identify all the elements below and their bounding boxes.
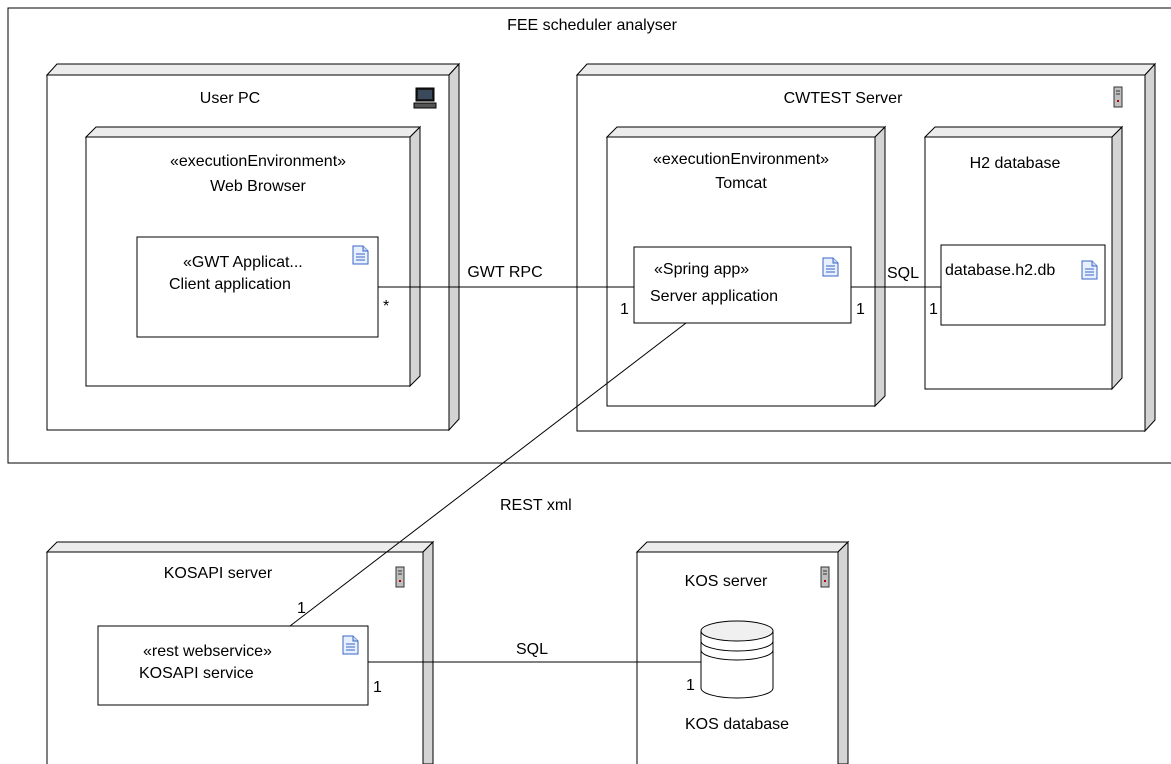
kosapi-server-title: KOSAPI server bbox=[164, 565, 273, 582]
connection-rest-xml[interactable]: REST xml 1 bbox=[289, 322, 687, 627]
kos-server-title: KOS server bbox=[685, 573, 768, 590]
server-app-stereotype: «Spring app» bbox=[654, 261, 749, 278]
rest-label: REST xml bbox=[500, 497, 572, 514]
node-cwtest-title: CWTEST Server bbox=[784, 90, 904, 107]
artifact-kosapi-service[interactable]: «rest webservice» KOSAPI service bbox=[97, 625, 369, 706]
sql-kos-label: SQL bbox=[516, 641, 548, 658]
sql-h2-label: SQL bbox=[887, 265, 919, 282]
artifact-server-application[interactable]: «Spring app» Server application bbox=[633, 246, 852, 324]
kosapi-service-name: KOSAPI service bbox=[139, 665, 254, 682]
artifact-client-application[interactable]: «GWT Applicat... Client application bbox=[136, 236, 379, 338]
sql-kos-multiplicity-db: 1 bbox=[686, 677, 695, 694]
sql-h2-multiplicity-server: 1 bbox=[856, 301, 865, 318]
rest-multiplicity-kosapi: 1 bbox=[297, 600, 306, 617]
kos-database-name: KOS database bbox=[685, 716, 789, 733]
tomcat-stereotype: «executionEnvironment» bbox=[653, 151, 829, 168]
gwt-rpc-multiplicity-client: * bbox=[383, 298, 389, 315]
artifact-database-file[interactable]: database.h2.db bbox=[940, 244, 1106, 326]
client-app-name: Client application bbox=[169, 276, 291, 293]
web-browser-title: Web Browser bbox=[210, 178, 306, 195]
system-frame: FEE scheduler analyser bbox=[7, 7, 1171, 464]
sql-kos-multiplicity-service: 1 bbox=[373, 679, 382, 696]
server-app-name: Server application bbox=[650, 288, 778, 305]
kosapi-service-stereotype: «rest webservice» bbox=[143, 643, 272, 660]
artifact-document-icon bbox=[342, 635, 359, 655]
connection-gwt-rpc[interactable]: GWT RPC * 1 bbox=[378, 264, 634, 318]
web-browser-stereotype: «executionEnvironment» bbox=[170, 153, 346, 170]
connection-sql-h2[interactable]: SQL 1 1 bbox=[851, 265, 941, 318]
frame-title: FEE scheduler analyser bbox=[507, 17, 678, 34]
gwt-rpc-multiplicity-server: 1 bbox=[620, 301, 629, 318]
computer-icon bbox=[413, 87, 437, 109]
database-cylinder-icon[interactable]: KOS database bbox=[685, 620, 789, 733]
h2-database-title: H2 database bbox=[970, 155, 1061, 172]
node-user-pc-title: User PC bbox=[200, 90, 260, 107]
sql-h2-multiplicity-db: 1 bbox=[929, 301, 938, 318]
connection-sql-kos[interactable]: SQL 1 1 bbox=[368, 641, 701, 696]
server-tower-icon bbox=[820, 566, 830, 588]
server-tower-icon bbox=[395, 566, 405, 588]
tomcat-title: Tomcat bbox=[715, 175, 767, 192]
db-file-name: database.h2.db bbox=[945, 262, 1055, 279]
gwt-rpc-label: GWT RPC bbox=[467, 264, 542, 281]
client-app-stereotype: «GWT Applicat... bbox=[183, 254, 303, 271]
